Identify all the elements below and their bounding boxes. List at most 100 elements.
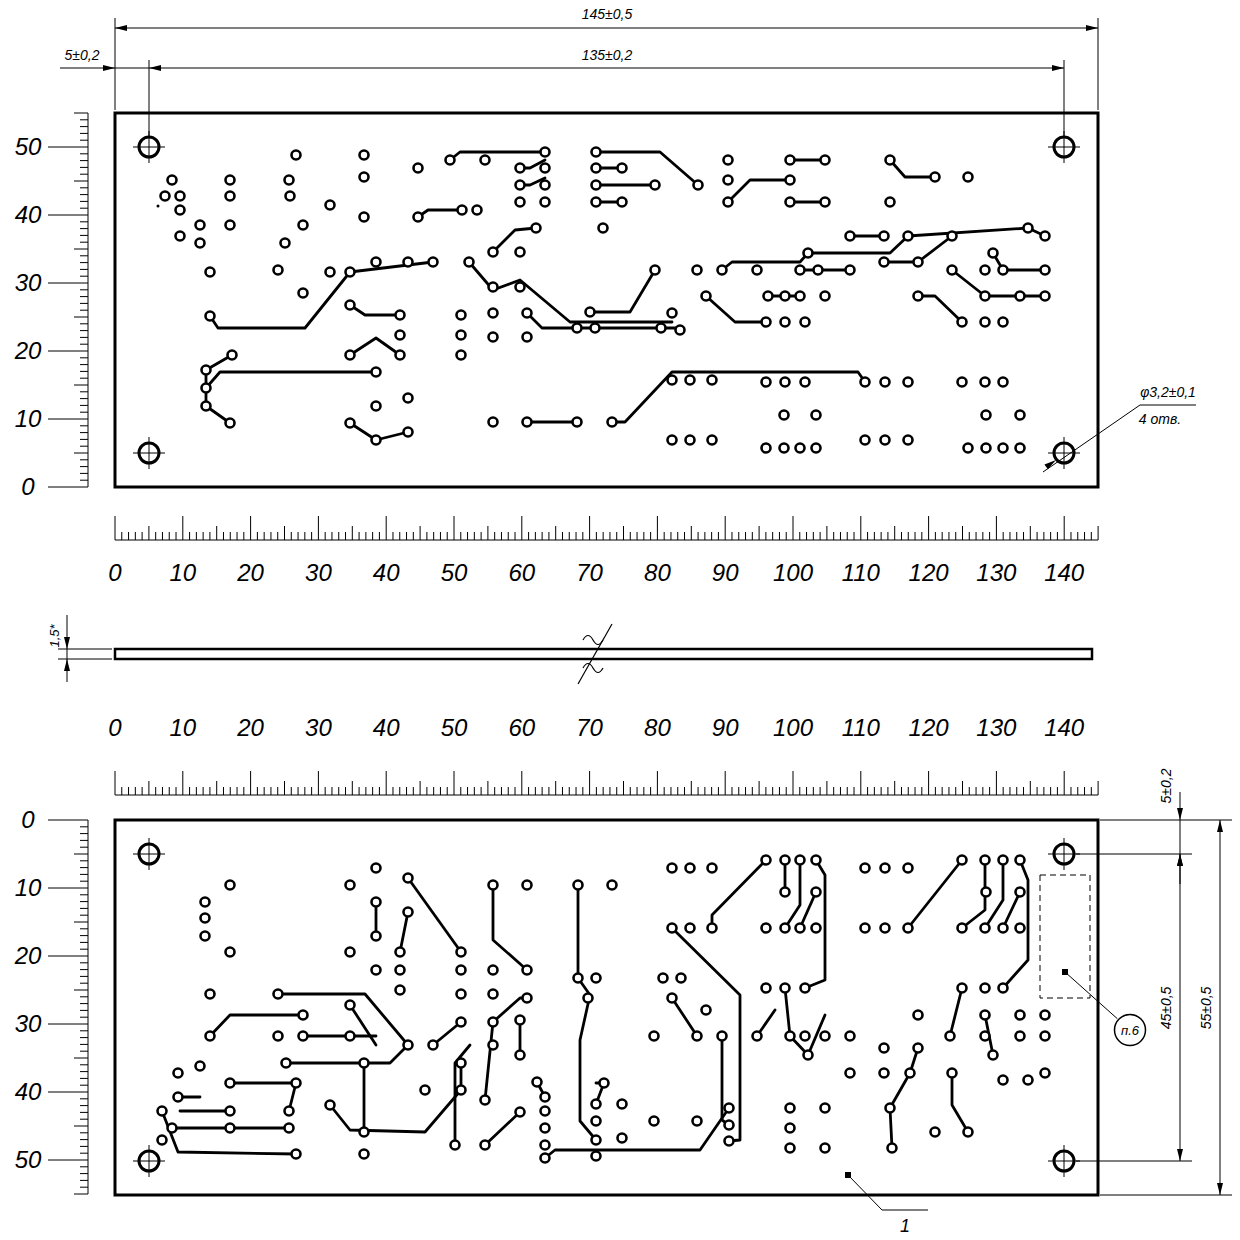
solder-pad — [586, 308, 595, 317]
ruler-tick — [955, 532, 956, 540]
solder-pad — [599, 224, 608, 233]
solder-pad — [360, 1150, 369, 1159]
scale-number: 0 — [21, 475, 34, 499]
solder-pad — [592, 1152, 601, 1161]
solder-pad — [201, 914, 210, 923]
ruler-tick — [80, 466, 88, 467]
dimension-arrow — [1177, 854, 1183, 866]
ruler-tick — [80, 942, 88, 943]
solder-pad — [861, 864, 870, 873]
solder-pad — [881, 924, 890, 933]
ruler-tick — [426, 532, 427, 540]
copper-trace — [805, 860, 825, 988]
solder-pad — [489, 418, 498, 427]
ruler-tick — [311, 532, 312, 540]
copper-trace — [469, 262, 672, 322]
pads — [158, 856, 1050, 1163]
copper-trace — [952, 270, 1045, 296]
ruler-tick — [935, 532, 936, 540]
ruler-tick — [738, 532, 739, 540]
solder-pad — [1016, 924, 1025, 933]
ruler-tick — [501, 787, 502, 795]
ruler-tick — [325, 787, 326, 795]
ruler-tick — [298, 532, 299, 540]
ruler-tick — [352, 781, 353, 795]
solder-pad — [812, 924, 821, 933]
solder-pad — [1016, 444, 1025, 453]
ruler-tick — [209, 532, 210, 540]
ruler-tick — [80, 1037, 88, 1038]
scale-number: 50 — [15, 1148, 42, 1172]
copper-trace — [278, 994, 408, 1045]
ruler-tick — [1009, 532, 1010, 540]
dimension-arrow — [1177, 854, 1183, 866]
solder-pad — [404, 428, 413, 437]
leader-line — [1065, 972, 1117, 1019]
ruler-tick — [80, 840, 88, 841]
ruler-tick — [698, 532, 699, 540]
scale-number: 10 — [15, 876, 42, 900]
solder-pad — [650, 1117, 659, 1126]
solder-pad — [1016, 888, 1025, 897]
copper-trace — [596, 184, 655, 187]
ruler-tick — [176, 787, 177, 795]
ruler-tick — [542, 532, 543, 540]
dimension-arrow — [103, 65, 115, 71]
solder-pad — [541, 148, 550, 157]
dimension-text: 1,5* — [48, 624, 61, 647]
ruler-tick — [386, 771, 387, 795]
solder-pad — [668, 376, 677, 385]
ruler-tick — [623, 781, 624, 795]
ruler-tick — [257, 532, 258, 540]
ruler-tick — [1016, 532, 1017, 540]
copper-trace — [722, 228, 1028, 270]
solder-pad — [1041, 1011, 1050, 1020]
ruler-tick — [1057, 787, 1058, 795]
ruler-tick — [80, 1064, 88, 1065]
ruler-tick — [521, 771, 522, 795]
copper-trace — [210, 262, 433, 328]
ruler-tick — [325, 532, 326, 540]
solder-pad — [541, 1154, 550, 1163]
solder-pad — [753, 1032, 762, 1041]
ruler-line — [88, 820, 89, 1194]
ruler-tick — [243, 532, 244, 540]
solder-pad — [346, 301, 355, 310]
ruler-tick — [80, 1078, 88, 1079]
ruler-tick — [915, 787, 916, 795]
ruler-tick — [379, 787, 380, 795]
ruler-tick — [270, 532, 271, 540]
solder-pad — [981, 378, 990, 387]
ruler-tick — [80, 187, 88, 188]
ruler-tick — [406, 787, 407, 795]
solder-pad — [1024, 1076, 1033, 1085]
ruler-tick — [508, 787, 509, 795]
solder-pad — [725, 1121, 734, 1130]
ruler-tick — [630, 787, 631, 795]
solder-pad — [158, 1136, 167, 1145]
ruler-tick — [142, 532, 143, 540]
solder-pad — [592, 198, 601, 207]
solder-pad — [982, 444, 991, 453]
ruler-tick — [569, 532, 570, 540]
ruler-tick — [80, 935, 88, 936]
ruler-tick — [650, 532, 651, 540]
ruler-tick — [467, 787, 468, 795]
ruler-tick — [894, 781, 895, 795]
copper-trace — [545, 1108, 729, 1158]
ruler-tick — [48, 956, 88, 957]
ruler-tick — [677, 787, 678, 795]
solder-pad — [786, 1104, 795, 1113]
ruler-tick — [1043, 787, 1044, 795]
copper-trace — [180, 1110, 230, 1113]
copper-trace — [303, 1035, 376, 1038]
solder-pad — [981, 266, 990, 275]
solder-pad — [904, 436, 913, 445]
solder-pad — [801, 378, 810, 387]
solder-pad — [753, 266, 762, 275]
solder-pad — [451, 1141, 460, 1150]
solder-pad — [489, 1041, 498, 1050]
ruler-tick — [772, 787, 773, 795]
copper-trace — [1003, 892, 1020, 928]
solder-pad — [326, 1101, 335, 1110]
